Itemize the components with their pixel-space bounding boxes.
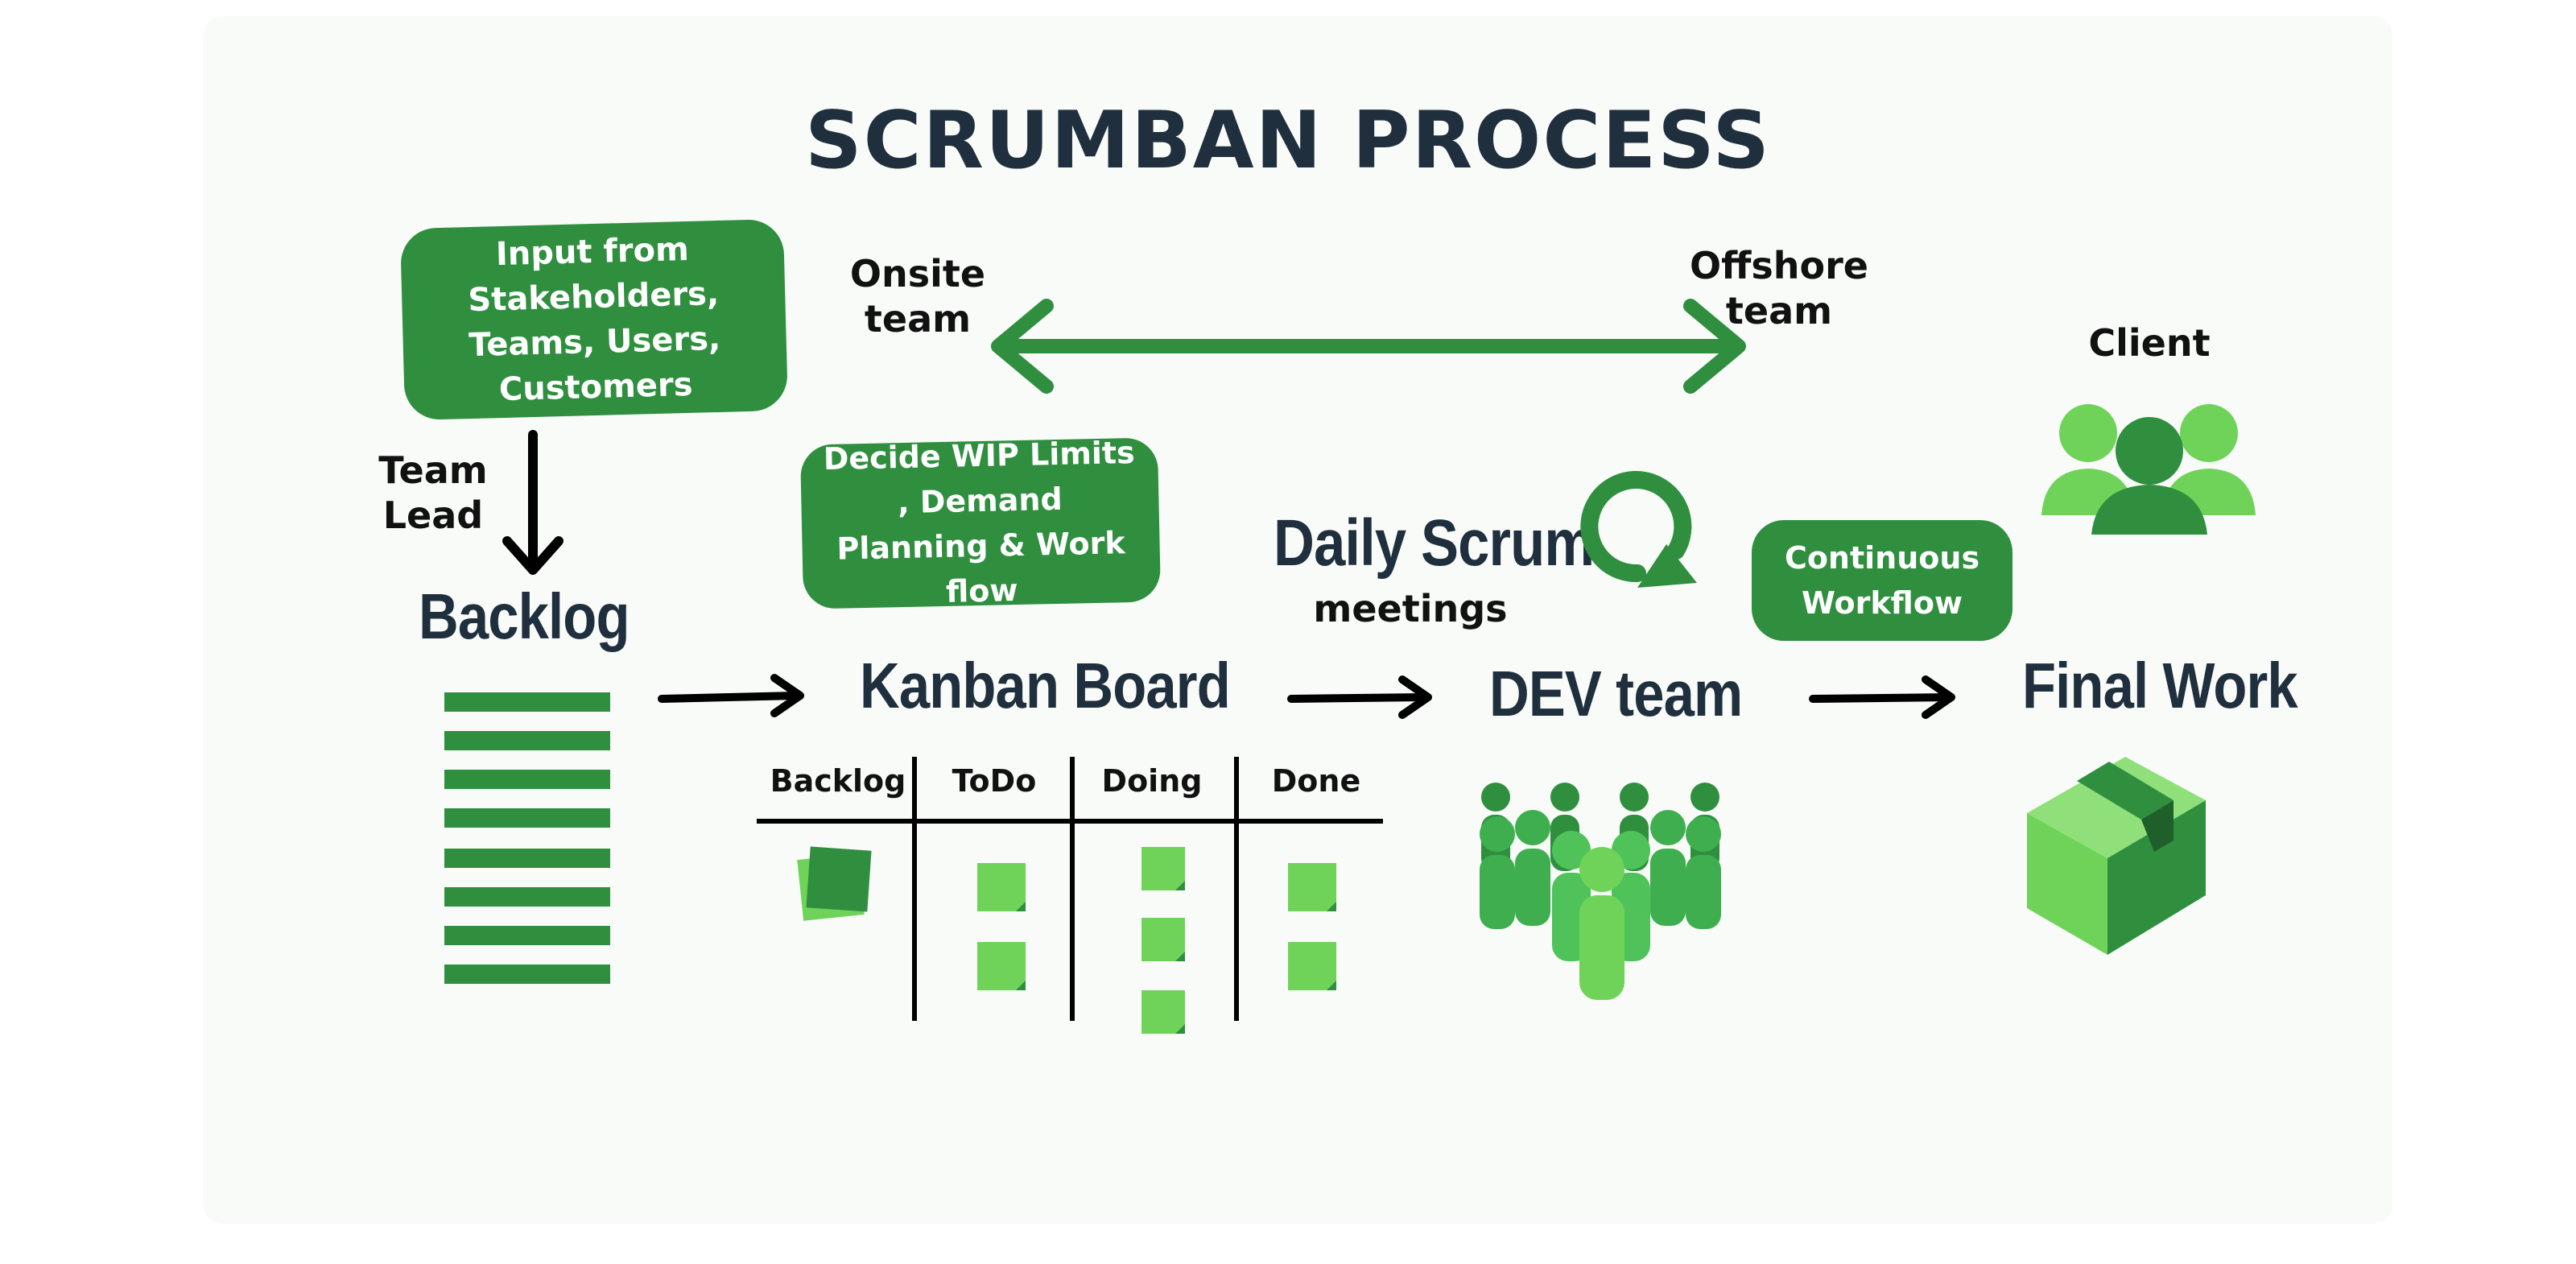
kanban-sticky-notes bbox=[797, 846, 1336, 1034]
backlog-bar bbox=[444, 692, 610, 712]
sticky-note-icon bbox=[1141, 847, 1185, 890]
kanban-col-todo: ToDo bbox=[952, 763, 1037, 799]
backlog-bar bbox=[444, 808, 610, 828]
backlog-bar bbox=[444, 926, 610, 945]
backlog-to-kanban-arrow bbox=[658, 674, 804, 717]
team-lead-down-arrow bbox=[502, 430, 564, 575]
backlog-title: Backlog bbox=[419, 580, 630, 652]
sticky-note-icon bbox=[1288, 863, 1336, 911]
package-box-icon bbox=[2027, 757, 2206, 955]
refresh-cycle-icon bbox=[1580, 471, 1697, 588]
onsite-offshore-double-arrow bbox=[991, 299, 1746, 394]
kanban-grid bbox=[757, 757, 1383, 1021]
page-title: SCRUMBAN PROCESS bbox=[805, 95, 1771, 187]
kanban-board-title: Kanban Board bbox=[860, 650, 1231, 721]
offshore-team-label: Offshore team bbox=[1690, 244, 1868, 333]
backlog-bar bbox=[444, 965, 610, 984]
sticky-note-icon bbox=[797, 846, 872, 921]
dev-to-final-arrow bbox=[1809, 675, 1955, 719]
sticky-note-icon bbox=[977, 863, 1026, 911]
sticky-note-icon bbox=[1141, 990, 1185, 1034]
kanban-col-done: Done bbox=[1271, 763, 1361, 799]
onsite-team-label: Onsite team bbox=[849, 252, 986, 341]
team-lead-label: Team Lead bbox=[378, 448, 488, 537]
backlog-bar bbox=[444, 731, 610, 750]
sticky-note-icon bbox=[977, 942, 1026, 990]
final-work-title: Final Work bbox=[2022, 650, 2298, 721]
meetings-label: meetings bbox=[1313, 587, 1508, 630]
backlog-bar bbox=[444, 887, 610, 907]
client-label: Client bbox=[2088, 321, 2211, 365]
kanban-col-doing: Doing bbox=[1101, 763, 1203, 799]
backlog-bar bbox=[444, 849, 610, 868]
client-group-icon bbox=[2041, 404, 2256, 535]
diagram-panel bbox=[203, 16, 2392, 1224]
kanban-to-dev-arrow bbox=[1287, 675, 1432, 719]
dev-team-title: DEV team bbox=[1489, 658, 1743, 729]
backlog-bar bbox=[444, 770, 610, 789]
daily-scrum-label: Daily Scrum bbox=[1274, 506, 1595, 580]
sticky-note-icon bbox=[1141, 918, 1185, 961]
continuous-workflow-box: Continuous Workflow bbox=[1752, 520, 2013, 641]
continuous-workflow-text: Continuous Workflow bbox=[1784, 540, 1980, 621]
kanban-col-backlog: Backlog bbox=[770, 763, 906, 799]
sticky-note-icon bbox=[1288, 942, 1336, 990]
dev-team-crowd-icon bbox=[1480, 783, 1721, 1000]
